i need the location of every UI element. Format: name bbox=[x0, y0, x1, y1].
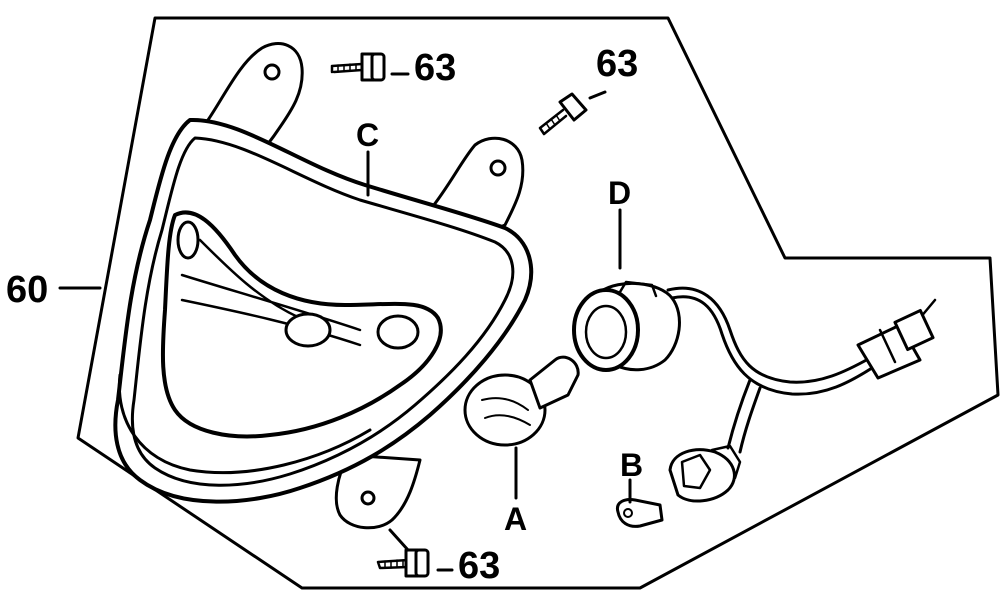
reflector-lens-left bbox=[176, 220, 200, 260]
label-b: B bbox=[620, 447, 643, 483]
label-63-top-left: 63 bbox=[414, 47, 456, 89]
bolt-top-right bbox=[538, 92, 588, 136]
bolt-top-left bbox=[330, 52, 386, 82]
leader-bolt-bottom bbox=[388, 528, 410, 552]
bolt-bottom bbox=[376, 548, 430, 578]
label-a: A bbox=[504, 501, 527, 537]
leader-63-top-right bbox=[588, 90, 607, 100]
mounting-hole bbox=[489, 159, 507, 177]
socket-face bbox=[572, 288, 640, 372]
reflector-lens-right bbox=[376, 314, 420, 350]
small-bulb-socket bbox=[668, 448, 736, 503]
headlight-bulb bbox=[463, 355, 580, 447]
wire-harness bbox=[666, 286, 937, 503]
bulb-socket bbox=[572, 280, 681, 372]
label-60: 60 bbox=[6, 269, 48, 311]
small-bulb bbox=[615, 498, 664, 528]
bulb-base bbox=[528, 355, 580, 410]
headlight-housing bbox=[113, 42, 534, 530]
housing-bezel-inner bbox=[130, 136, 515, 487]
bulb-glass bbox=[463, 373, 547, 447]
label-63-bottom: 63 bbox=[458, 545, 500, 587]
reflector-bulb-port bbox=[284, 312, 332, 348]
housing-lower-lip bbox=[117, 373, 372, 475]
label-d: D bbox=[608, 175, 631, 211]
label-c: C bbox=[356, 117, 379, 153]
reflector-lines bbox=[180, 238, 362, 347]
label-63-top-right: 63 bbox=[596, 43, 638, 85]
mounting-tab-bottom bbox=[334, 453, 422, 530]
mounting-hole bbox=[360, 490, 376, 506]
mounting-hole bbox=[263, 63, 281, 81]
